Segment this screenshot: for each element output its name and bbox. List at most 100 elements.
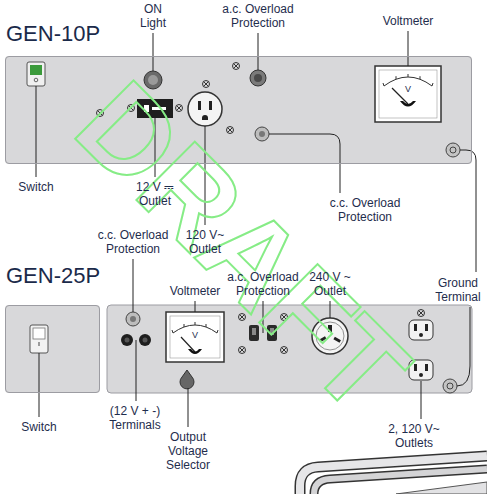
dc-terminal [139,334,151,346]
switch-symbol [27,62,45,86]
label-anchor: 240 V ~ Outlet [307,270,353,298]
ac-outlet [198,101,201,110]
switch-symbol [30,325,48,353]
breaker-button [250,70,266,86]
duplex-outlet [414,324,417,331]
selector-knob [180,370,194,389]
switch-symbol [39,342,40,346]
leader-line [408,31,409,66]
panel: GEN-25P [5,305,100,393]
ground-terminal [443,379,457,393]
breaker-button [250,70,266,86]
voltmeter-dial [166,312,224,362]
ac-outlet [209,101,212,110]
voltmeter-dial [375,66,441,122]
callout-label: Ground Terminal [433,276,483,304]
panel-face [5,305,100,393]
label-anchor: c.c. Overload Protection [95,228,171,256]
screw-symbol [418,310,425,317]
voltmeter-dial [166,312,224,362]
screw-symbol [239,347,246,354]
label-anchor: 12 V ⎓ Outlet [133,180,177,208]
generator-frame [300,456,487,494]
leader-line [460,150,476,272]
meter-unit: V [402,84,414,94]
label-anchor: 120 V~ Outlet [183,228,227,256]
voltmeter-dial [170,316,220,358]
leader-line [258,33,259,70]
ac-outlet [202,115,208,120]
ground-terminal [447,383,453,389]
callout-label: 120 V~ Outlet [183,228,227,256]
callout-label: c.c. Overload Protection [95,228,171,256]
meter-unit: V [189,330,201,340]
breaker-button [255,127,269,141]
label-anchor: Output Voltage Selector [164,430,212,472]
breaker-button [255,127,269,141]
dc-terminal [125,338,130,343]
voltmeter-dial [379,70,437,118]
duplex-outlet [419,373,423,377]
generator-frame [314,469,487,494]
voltmeter-dial [375,66,441,122]
generator-frame [314,469,487,494]
screw-symbol [227,127,234,134]
duplex-outlet [425,324,428,331]
generator-frame [396,482,487,494]
label-anchor: a.c. Overload Protection [220,2,296,30]
leader-line [457,307,470,386]
callout-label: Switch [16,180,56,194]
duplex-outlet [425,364,428,371]
label-anchor: c.c. Overload Protection [327,196,403,224]
switch-symbol [30,65,42,75]
label-anchor: 2, 120 V~ Outlets [386,422,442,450]
leader-line [136,340,137,401]
generator-frame [300,456,487,494]
callout-label: Voltmeter [380,14,436,28]
callout-label: 12 V ⎓ Outlet [133,180,177,208]
breaker-button [259,131,265,137]
label-anchor: Switch [19,420,59,434]
breaker-button [126,312,140,326]
label-anchor: Switch [16,180,56,194]
label-anchor: Voltmeter [380,14,436,28]
selector-knob [180,370,194,389]
breaker-button [254,74,262,82]
leader-line [153,33,154,71]
dc-terminal [143,338,148,343]
label-anchor: Voltmeter [167,284,223,298]
duplex-outlet [419,333,423,337]
label-anchor: ON Light [137,2,169,30]
callout-label: 2, 120 V~ Outlets [386,422,442,450]
callout-label: a.c. Overload Protection [220,2,296,30]
callout-label: 240 V ~ Outlet [307,270,353,298]
callout-label: a.c. Overload Protection [225,270,301,298]
dc-terminal [121,334,133,346]
ground-terminal [443,379,457,393]
label-anchor: Ground Terminal [433,276,483,304]
screw-symbol [203,81,210,88]
switch-symbol [30,325,48,353]
voltmeter-dial [188,349,202,354]
leader-line [188,388,189,427]
switch-symbol [34,78,38,82]
voltmeter-dial [400,101,416,107]
callout-label: c.c. Overload Protection [327,196,403,224]
panel-model-name: GEN-25P [6,263,99,289]
callout-label: ON Light [137,2,169,30]
ground-terminal [446,143,460,157]
callout-label: (12 V + -) Terminals [108,404,162,432]
breaker-button [130,316,136,322]
label-anchor: a.c. Overload Protection [225,270,301,298]
leader-line [39,353,40,417]
generator-frame [300,456,487,494]
screw-symbol [233,63,240,70]
leader-line [133,259,134,312]
leader-line [195,301,196,312]
ground-terminal [450,147,456,153]
callout-label: Output Voltage Selector [164,430,212,472]
switch-symbol [33,328,45,339]
callout-label: Voltmeter [167,284,223,298]
label-anchor: V [402,84,414,94]
